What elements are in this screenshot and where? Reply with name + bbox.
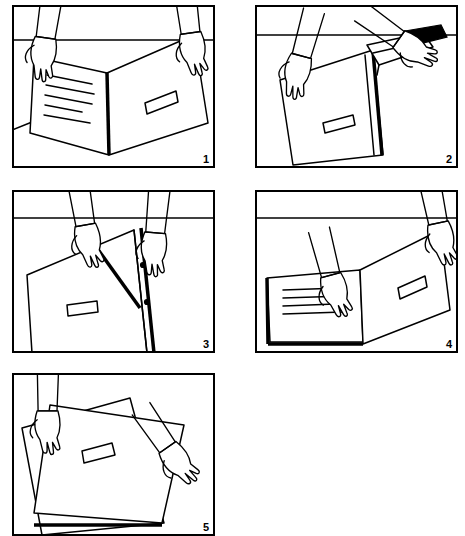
step-panel: 2 [255,5,458,168]
line-art [411,190,458,269]
line-art [30,373,60,454]
line-art [12,5,215,155]
line-art [44,75,94,123]
line-art [398,276,427,299]
step-number: 2 [446,153,452,165]
step-illustration [12,0,215,155]
step-illustration [22,364,203,535]
line-art [12,190,215,353]
line-art [12,217,215,219]
line-art [273,6,325,101]
line-art [255,190,458,344]
step-panel: 1 [12,5,215,168]
line-art [141,263,146,268]
line-art [145,300,150,305]
step-panel: 3 [12,190,215,353]
line-art [145,91,178,114]
line-art [107,73,109,155]
step-illustration [12,177,215,353]
line-art [365,55,374,155]
step-number: 1 [203,153,209,165]
line-art [267,278,363,344]
step-number: 3 [203,338,209,350]
line-art [60,190,105,271]
line-art [134,190,171,277]
step-illustration [255,2,458,165]
line-art [302,227,354,322]
step-illustration [255,175,459,344]
line-art [82,443,115,463]
line-art [167,5,209,79]
line-art [22,373,203,535]
step-panel: 5 [12,373,215,536]
line-art [22,5,64,83]
step-panel: 4 [255,190,458,353]
line-art [323,115,355,133]
step-number: 4 [446,338,452,350]
line-art [255,5,458,165]
line-art [373,51,382,155]
line-art [126,402,202,493]
line-art [67,301,98,316]
line-art [34,523,162,527]
step-number: 5 [203,521,209,533]
line-art [351,5,442,78]
